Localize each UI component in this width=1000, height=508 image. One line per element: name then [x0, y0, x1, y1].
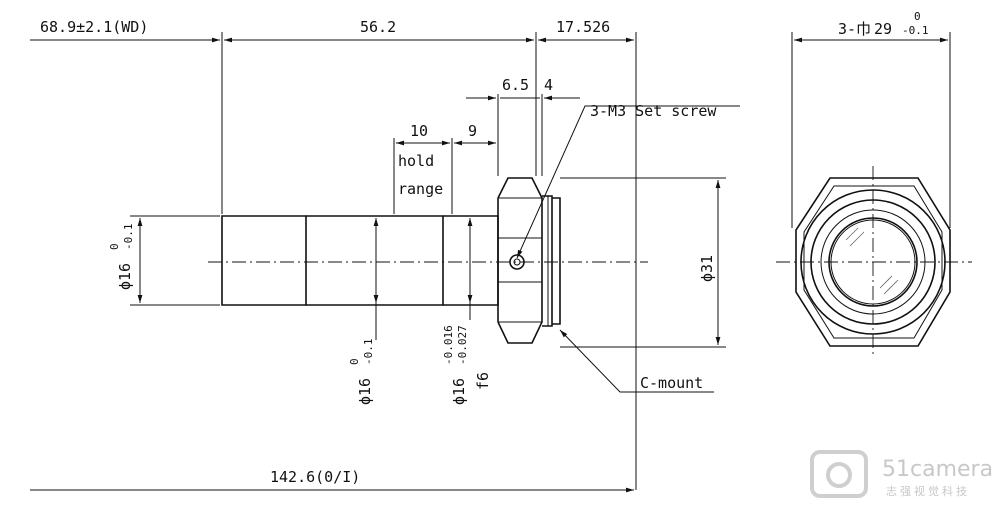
set-screw-label: 3-M3 Set screw	[590, 102, 717, 120]
hold-range-label-1: hold	[398, 152, 434, 170]
left-diameter: ϕ16	[116, 263, 134, 290]
lens-side-view	[208, 177, 648, 344]
lens-front-view	[776, 32, 972, 358]
watermark-brand: 51camera	[882, 457, 993, 482]
dim-4: 4	[544, 76, 553, 94]
flange-dimension: 17.526	[556, 18, 610, 36]
watermark-subtitle: 志强视觉科技	[886, 484, 970, 498]
dim-9: 9	[468, 122, 477, 140]
wd-dimension: 68.9±2.1(WD)	[40, 18, 148, 36]
hex-count-label: 3-	[838, 20, 856, 38]
c-mount-label: C-mount	[640, 374, 703, 392]
total-length-dimension: 142.6(0/I)	[270, 468, 360, 486]
fit-class: f6	[474, 372, 492, 390]
hold-range-label-2: range	[398, 180, 443, 198]
left-tol-up: 0	[108, 243, 121, 250]
dim-10: 10	[410, 122, 428, 140]
hex-tol-dn: -0.1	[902, 24, 929, 37]
dimension-lines	[30, 32, 740, 493]
length-dimension: 56.2	[360, 18, 396, 36]
fit-tol-up: -0.016	[442, 325, 455, 365]
fit-tol-dn: -0.027	[456, 325, 469, 365]
hex-dimension: 29	[874, 20, 892, 38]
diameter-31: ϕ31	[698, 255, 716, 282]
left-tol-dn: -0.1	[122, 224, 135, 251]
watermark-logo: 51camera 志强视觉科技	[810, 450, 993, 498]
hex-symbol: 巾	[856, 20, 871, 38]
mid-tol-dn: -0.1	[362, 339, 375, 366]
dim-6-5: 6.5	[502, 76, 529, 94]
mid-diameter: ϕ16	[356, 378, 374, 405]
hex-tol-up: 0	[914, 10, 921, 23]
mid-tol-up: 0	[348, 358, 361, 365]
fit-diameter: ϕ16	[450, 378, 468, 405]
